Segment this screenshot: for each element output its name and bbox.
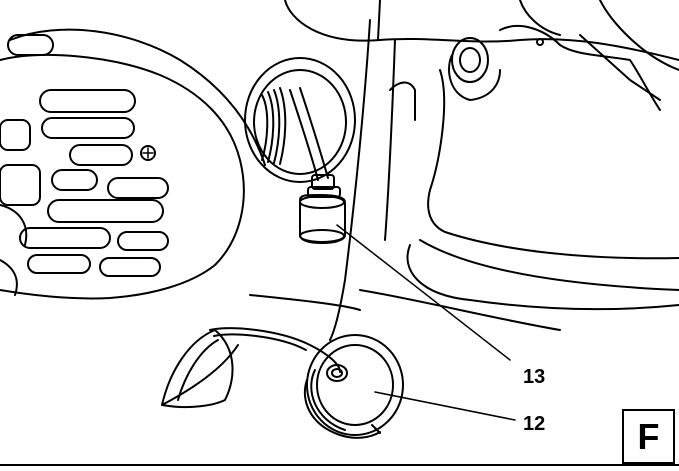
vent-slot bbox=[41, 117, 135, 139]
tank-filler-neck bbox=[244, 57, 356, 183]
figure-letter: F bbox=[637, 415, 660, 457]
vent-slot bbox=[27, 254, 91, 274]
callout-13: 13 bbox=[523, 366, 545, 388]
vent-slot bbox=[7, 34, 54, 56]
screw-icon bbox=[140, 145, 156, 161]
fuel-pickup-filter bbox=[299, 174, 346, 244]
vent-slot bbox=[47, 199, 164, 223]
leader-line-13 bbox=[336, 224, 511, 361]
vent-slot bbox=[39, 89, 136, 113]
vent-slot bbox=[0, 164, 41, 206]
leader-line-12 bbox=[374, 391, 516, 421]
callout-12: 12 bbox=[523, 413, 545, 435]
vent-slot bbox=[117, 231, 169, 251]
vent-slot bbox=[0, 119, 31, 151]
vent-slot bbox=[69, 144, 133, 166]
tank-cap-with-retainer bbox=[161, 327, 404, 439]
vent-slot bbox=[19, 227, 111, 249]
vent-slot bbox=[107, 177, 169, 199]
figure-letter-box: F bbox=[622, 409, 675, 464]
knob-icon bbox=[451, 37, 489, 83]
bottom-rule bbox=[0, 464, 679, 466]
vent-slot bbox=[51, 169, 98, 191]
vent-grille bbox=[0, 28, 266, 300]
vent-slot bbox=[99, 257, 161, 277]
engine-housing bbox=[249, 0, 679, 341]
